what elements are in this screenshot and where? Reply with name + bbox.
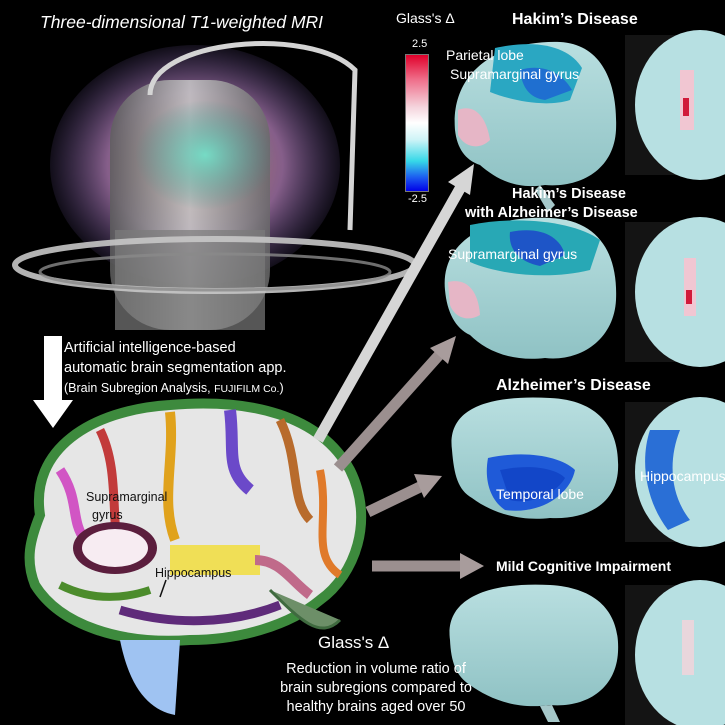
disease-3-title: Alzheimer’s Disease	[496, 377, 651, 394]
mri-title: Three-dimensional T1-weighted MRI	[40, 12, 324, 32]
app-line-3: (Brain Subregion Analysis, FUJIFILM Co.)	[64, 381, 284, 395]
brain-mci	[449, 584, 619, 722]
footer-line-2: brain subregions compared to	[280, 680, 472, 696]
app-line-1: Artificial intelligence-based	[64, 340, 236, 356]
mri-slice-ad	[625, 397, 725, 547]
arrow-to-mci	[372, 553, 484, 579]
colorbar-min-label: -2.5	[408, 193, 427, 205]
segmented-label-hippocampus: Hippocampus	[155, 566, 232, 580]
arrow-to-hakim-ad	[333, 336, 456, 472]
segmented-label-supramarginal-2: gyrus	[92, 508, 123, 522]
disease-1-title: Hakim’s Disease	[512, 11, 638, 28]
disease-2-title-line-2: with Alzheimer’s Disease	[465, 205, 638, 221]
down-arrow	[33, 336, 73, 428]
mri-slice-mci	[625, 580, 725, 725]
mri-slice-hakim-ad	[625, 217, 725, 367]
brain-hakim	[454, 41, 617, 212]
disease-3-label-2: Hippocampus	[640, 468, 725, 484]
app-description: Artificial intelligence-based automatic …	[64, 338, 286, 399]
colorbar-title: Glass's Δ	[396, 10, 455, 26]
disease-1-label-2: Supramarginal gyrus	[450, 66, 580, 82]
mri-3d-render	[12, 41, 418, 330]
disease-4-title: Mild Cognitive Impairment	[496, 558, 672, 574]
arrow-to-ad	[365, 474, 442, 517]
footer-description: Reduction in volume ratio of brain subre…	[226, 660, 526, 717]
colorbar	[405, 54, 429, 192]
segmented-label-supramarginal-1: Supramarginal	[86, 490, 168, 504]
brain-ad	[451, 397, 619, 519]
footer-line-3: healthy brains aged over 50	[286, 699, 466, 715]
disease-2-label-1: Supramarginal gyrus	[448, 246, 578, 262]
arrow-to-hakim	[313, 164, 474, 443]
disease-3-label-1: Temporal lobe	[496, 486, 584, 502]
mri-slice-hakim	[625, 30, 725, 180]
colorbar-max-label: 2.5	[412, 38, 428, 50]
footer-glass-title: Glass's Δ	[318, 633, 390, 652]
brain-hakim-ad	[444, 217, 617, 359]
segmented-brain	[24, 398, 367, 715]
app-line-2: automatic brain segmentation app.	[64, 360, 287, 376]
disease-1-label-1: Parietal lobe	[446, 47, 524, 63]
disease-2-title-line-1: Hakim’s Disease	[512, 186, 626, 202]
footer-line-1: Reduction in volume ratio of	[286, 661, 466, 677]
